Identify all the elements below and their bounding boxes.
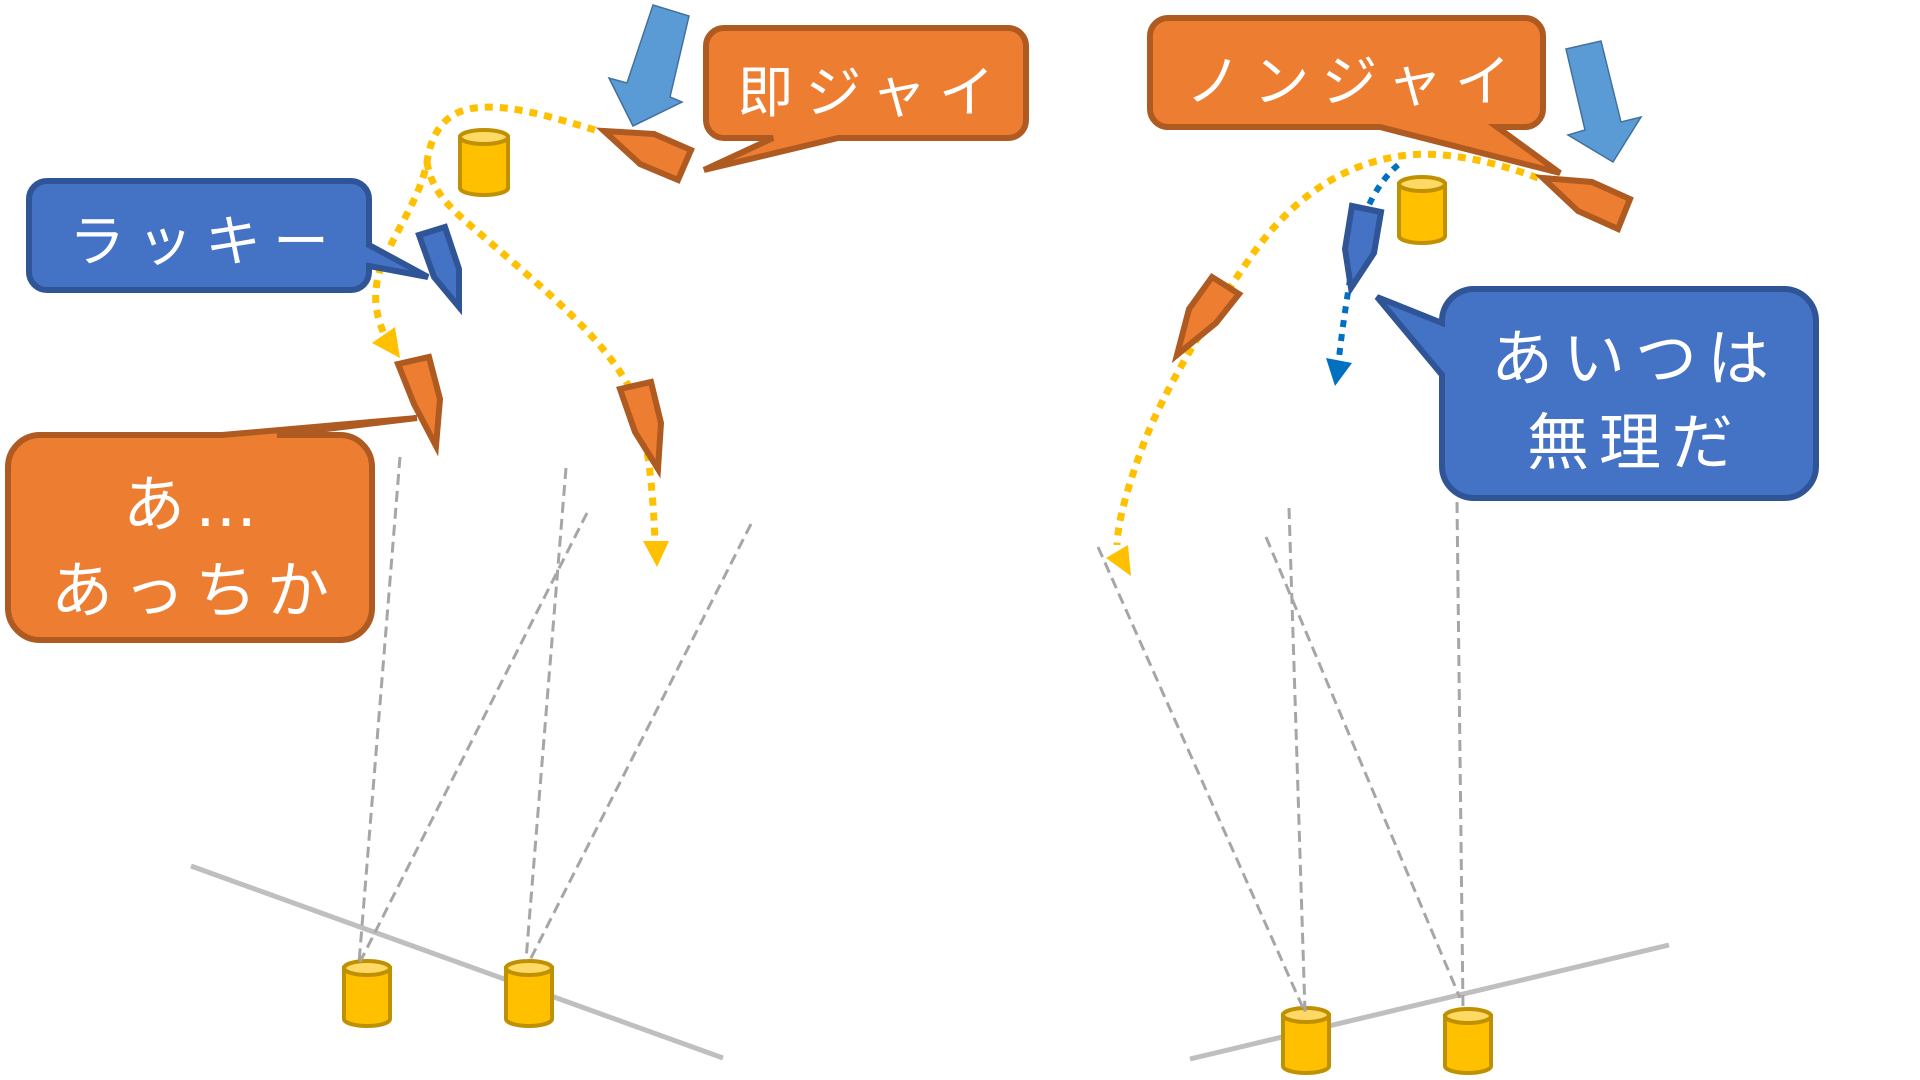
dashed-line: [1264, 536, 1462, 999]
yellow-arrowhead: [372, 327, 400, 358]
cylinder-marker-right-b: [1443, 1007, 1493, 1075]
orange-player-marker: [616, 378, 665, 479]
dashed-line: [1287, 507, 1307, 1013]
dashed-line: [1455, 501, 1465, 1009]
callout-bubble: [26, 178, 430, 293]
blue-player-marker: [1341, 202, 1385, 297]
blue-down-arrow-icon: [1565, 40, 1643, 164]
orange-player-marker: [393, 353, 444, 457]
orange-player-marker: [1171, 272, 1244, 364]
cylinder-marker-right-a: [1281, 1006, 1331, 1075]
ground-line-right: [1189, 942, 1670, 1062]
orange-player-marker: [595, 127, 695, 184]
callout-acchika: あ… あっちか: [5, 415, 418, 643]
dashed-line: [1096, 546, 1305, 1009]
cylinder-marker-top-left: [458, 128, 510, 197]
blue-arrowhead: [1326, 358, 1352, 386]
callout-bubble: [702, 25, 1029, 173]
cylinder-marker-left-b: [504, 959, 554, 1028]
right-scene: ノンジャイ あいつは 無理だ: [1096, 15, 1819, 1075]
callout-bubble: [1147, 15, 1562, 176]
callout-text-line2: あっちか: [51, 554, 339, 627]
cylinder-marker-left-a: [342, 959, 392, 1028]
callout-bubble: [1374, 286, 1819, 501]
callout-soku-jai: 即ジャイ: [702, 25, 1029, 173]
dashed-line: [524, 467, 568, 961]
callout-text-line1: あ…: [123, 468, 267, 541]
callout-text-line1: あいつは: [1491, 322, 1779, 395]
blue-down-arrow-icon: [607, 4, 690, 128]
callout-non-jai: ノンジャイ: [1147, 15, 1562, 176]
yellow-arrowhead: [1106, 545, 1131, 576]
callout-text: 即ジャイ: [737, 61, 1006, 126]
orange-player-marker: [1534, 174, 1634, 234]
callout-lucky: ラッキー: [26, 178, 430, 293]
callout-bubble: [5, 415, 418, 643]
callout-aitsu-muri: あいつは 無理だ: [1374, 286, 1819, 501]
ground-line-left: [190, 863, 724, 1061]
cylinder-marker-top-right: [1397, 175, 1447, 245]
dashed-line: [358, 512, 589, 963]
dashed-line: [528, 523, 753, 961]
left-scene: 即ジャイ ラッキー あ… あっちか: [5, 4, 1029, 1061]
yellow-arrowhead: [643, 541, 669, 567]
callout-text-line2: 無理だ: [1527, 406, 1743, 479]
callout-text: ノンジャイ: [1185, 50, 1522, 115]
yellow-dotted-path: [1113, 150, 1540, 546]
callout-text: ラッキー: [69, 210, 341, 275]
blue-player-marker: [415, 223, 462, 316]
yellow-dotted-path-right-branch: [423, 161, 659, 541]
yellow-dotted-path-left-branch: [372, 103, 597, 336]
